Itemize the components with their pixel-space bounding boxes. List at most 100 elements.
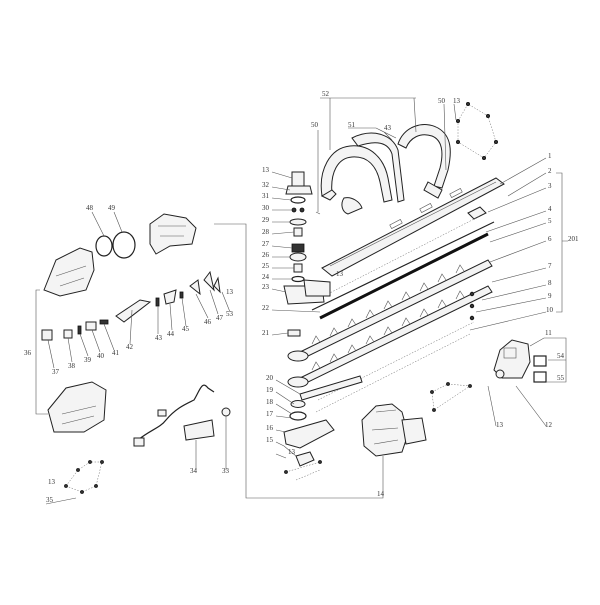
o-ring-48: [95, 235, 113, 257]
trigger-set: [41, 270, 221, 341]
screw-set-13-right: [430, 382, 472, 412]
callout-8: 8: [548, 279, 552, 287]
callout-4: 4: [548, 205, 552, 213]
rear-handle-grip: [47, 381, 107, 433]
blade-guard-top: [321, 177, 505, 277]
callout-13f: 13: [48, 478, 56, 486]
callout-28: 28: [262, 228, 270, 236]
callout-9: 9: [548, 292, 552, 300]
screw-set-13-bottom: [45, 460, 104, 505]
callout-11: 11: [545, 329, 552, 337]
callout-53: 53: [226, 310, 234, 318]
callout-2: 2: [548, 167, 552, 175]
wiring-harness: [133, 384, 215, 470]
rear-handle-left-shell: [43, 247, 95, 297]
rear-handle-right-shell: [149, 213, 197, 255]
callout-51: 51: [348, 121, 356, 129]
cutter-blade-lower: [287, 285, 493, 388]
handle-bar: [351, 132, 405, 203]
callout-48: 48: [86, 204, 94, 212]
callout-24: 24: [262, 273, 270, 281]
callout-23: 23: [262, 283, 270, 291]
callout-40: 40: [97, 352, 105, 360]
callout-45: 45: [182, 325, 190, 333]
callout-22: 22: [262, 304, 270, 312]
motor-housing: [214, 223, 427, 499]
clip-3: [467, 206, 487, 220]
gear-cover-16: [283, 419, 335, 449]
callout-leaders-right: [469, 157, 568, 331]
callout-13c: 13: [336, 270, 344, 278]
screw-set-13-top: [455, 102, 498, 160]
washers-17-19: [289, 400, 307, 421]
callout-32: 32: [262, 181, 270, 189]
callout-31: 31: [262, 192, 270, 200]
blade-spine-bar: [319, 232, 489, 320]
callout-37: 37: [52, 368, 60, 376]
trigger-leaders: [47, 289, 231, 369]
callout-16: 16: [266, 424, 274, 432]
front-handle-right-loop: [397, 124, 451, 199]
callout-13d: 13: [262, 166, 270, 174]
callout-50b: 50: [311, 121, 319, 129]
o-ring-49: [112, 231, 136, 259]
blade-bolts: [315, 215, 481, 413]
battery-latch: [493, 339, 531, 379]
callout-13a: 13: [496, 421, 504, 429]
callout-49: 49: [108, 204, 116, 212]
callout-38: 38: [68, 362, 76, 370]
callout-20: 20: [266, 374, 274, 382]
callout-13e: 13: [226, 288, 234, 296]
cutter-blade-upper: [287, 259, 493, 362]
callout-201: 201: [568, 235, 579, 243]
lower-leaders: [275, 379, 301, 459]
connecting-rod-20: [299, 375, 363, 401]
blade-bar-thin: [311, 221, 495, 311]
callout-14: 14: [377, 490, 385, 498]
callout-44: 44: [167, 330, 175, 338]
callout-21: 21: [262, 329, 270, 337]
callout-27: 27: [262, 240, 270, 248]
callout-33: 33: [222, 467, 230, 475]
screws-lower: [284, 460, 322, 481]
callout-1: 1: [548, 152, 552, 160]
callout-29: 29: [262, 216, 270, 224]
latch-leaders: [487, 337, 567, 427]
handle-leaders: [35, 211, 123, 415]
callout-47: 47: [216, 314, 224, 322]
callout-18: 18: [266, 398, 274, 406]
callout-26: 26: [262, 251, 270, 259]
callout-17: 17: [266, 410, 274, 418]
callout-6: 6: [548, 235, 552, 243]
callout-43b: 43: [384, 124, 392, 132]
callout-30: 30: [262, 204, 270, 212]
callout-25: 25: [262, 262, 270, 270]
gear-stack-leaders: [271, 130, 321, 336]
callout-50a: 50: [438, 97, 446, 105]
callout-36: 36: [24, 349, 32, 357]
callout-46: 46: [204, 318, 212, 326]
callout-55: 55: [557, 374, 565, 382]
callout-3: 3: [548, 182, 552, 190]
callout-13g: 13: [288, 448, 296, 456]
callout-42: 42: [126, 343, 134, 351]
gasket-13: [295, 451, 315, 467]
callout-19: 19: [266, 386, 274, 394]
callout-35: 35: [46, 496, 54, 504]
callout-39: 39: [84, 356, 92, 364]
callout-12: 12: [545, 421, 553, 429]
callout-52: 52: [322, 90, 330, 98]
part-54-box: [533, 355, 547, 367]
callout-43a: 43: [155, 334, 163, 342]
callout-54: 54: [557, 352, 565, 360]
callout-13b: 13: [453, 97, 461, 105]
callout-labels: 1 2 3 4 5 6 7 8 9 10 201 11 54 55 12 13 …: [24, 90, 579, 504]
callout-34: 34: [190, 467, 198, 475]
callout-10: 10: [546, 306, 554, 314]
front-handle-left-loop: [320, 145, 393, 215]
callout-7: 7: [548, 262, 552, 270]
callout-5: 5: [548, 217, 552, 225]
callout-41: 41: [112, 349, 120, 357]
callout-15: 15: [266, 436, 274, 444]
